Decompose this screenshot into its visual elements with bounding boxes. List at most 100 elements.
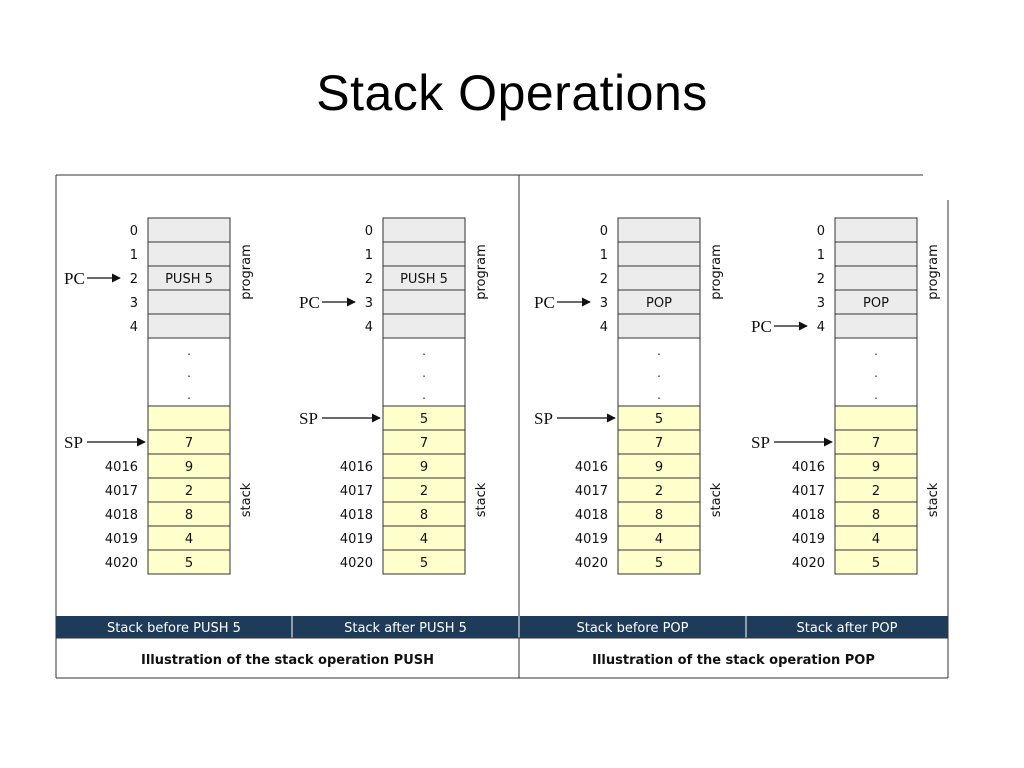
stack-cell [382,477,466,503]
memory-gap [382,337,466,407]
stack-cell [617,525,701,551]
address-label: 4019 [340,532,373,547]
address-label: 2 [817,272,825,287]
stack-cell [617,501,701,527]
column-caption: Stack after PUSH 5 [344,621,467,636]
stack-column-3: POP...7928450123440164017401840194020pro… [751,217,941,575]
stack-cell [834,549,918,575]
stack-cell-text: 2 [655,484,663,499]
stack-cell-text: 5 [420,412,428,427]
stack-cell [147,453,231,479]
program-region-label: program [709,244,724,300]
stack-cell [147,405,231,431]
stack-cell [147,501,231,527]
address-label: 4019 [105,532,138,547]
address-label: 1 [130,248,138,263]
stack-cell [617,405,701,431]
sp-pointer-label: SP [64,433,83,452]
sp-pointer-label: SP [299,409,318,428]
stack-cell [834,405,918,431]
stack-cell [382,501,466,527]
address-label: 4020 [105,556,138,571]
program-cell-text: POP [646,296,672,311]
stack-cell [382,429,466,455]
address-label: 3 [365,296,373,311]
sp-pointer-label: SP [534,409,553,428]
stack-cell-text: 5 [185,556,193,571]
stack-cell [617,453,701,479]
stack-column-0: PUSH 5...7928450123440164017401840194020… [64,217,254,575]
stack-region-label: stack [709,482,724,517]
program-cell-text: POP [863,296,889,311]
address-label: 3 [817,296,825,311]
stack-cell-text: 2 [185,484,193,499]
address-label: 0 [817,224,825,239]
stack-cell-text: 7 [655,436,663,451]
stack-cell-text: 8 [872,508,880,523]
address-label: 4 [600,320,608,335]
address-label: 0 [365,224,373,239]
slide-title: Stack Operations [316,65,708,121]
stack-cell-text: 4 [655,532,663,547]
program-cell [834,241,918,267]
program-cell [147,265,231,291]
column-caption: Stack after POP [797,621,898,636]
program-cell [834,289,918,315]
stack-region-label: stack [926,482,941,517]
ellipsis-dot: . [422,388,426,402]
stack-column-2: POP...57928450123440164017401840194020pr… [534,217,724,575]
address-label: 4020 [792,556,825,571]
address-label: 2 [365,272,373,287]
ellipsis-dot: . [874,344,878,358]
address-label: 4017 [105,484,138,499]
program-cell [617,241,701,267]
address-label: 4016 [105,460,138,475]
program-cell [147,217,231,243]
caption-bar-background [56,616,948,638]
memory-gap [617,337,701,407]
stack-cell [834,477,918,503]
stack-cell-text: 8 [185,508,193,523]
address-label: 0 [130,224,138,239]
program-cell [382,217,466,243]
address-label: 1 [600,248,608,263]
stack-cell [382,453,466,479]
address-label: 4020 [575,556,608,571]
stack-cell-text: 8 [420,508,428,523]
program-cell [617,289,701,315]
stack-cell [147,477,231,503]
memory-gap [834,337,918,407]
stack-cell-text: 9 [420,460,428,475]
program-cell [382,313,466,339]
stack-cell-text: 9 [655,460,663,475]
stack-cell [834,525,918,551]
program-cell [147,241,231,267]
address-label: 4019 [575,532,608,547]
ellipsis-dot: . [657,344,661,358]
address-label: 4 [817,320,825,335]
address-label: 4 [130,320,138,335]
pc-pointer-label: PC [751,317,772,336]
stack-cell-text: 9 [872,460,880,475]
stack-cell-text: 4 [420,532,428,547]
stack-cell-text: 9 [185,460,193,475]
address-label: 4017 [575,484,608,499]
memory-gap [147,337,231,407]
stack-cell-text: 7 [872,436,880,451]
panel-caption: Illustration of the stack operation POP [592,653,875,668]
stack-cell-text: 5 [872,556,880,571]
column-caption: Stack before POP [576,621,688,636]
stack-cell-text: 2 [420,484,428,499]
program-cell [617,217,701,243]
address-label: 4016 [575,460,608,475]
address-label: 4020 [340,556,373,571]
address-label: 2 [130,272,138,287]
program-cell-text: PUSH 5 [400,272,448,287]
stack-cell-text: 7 [420,436,428,451]
stack-cell-text: 5 [655,556,663,571]
stack-cell-text: 7 [185,436,193,451]
stack-cell [617,477,701,503]
ellipsis-dot: . [874,388,878,402]
pc-pointer-label: PC [64,269,85,288]
stack-cell [834,453,918,479]
